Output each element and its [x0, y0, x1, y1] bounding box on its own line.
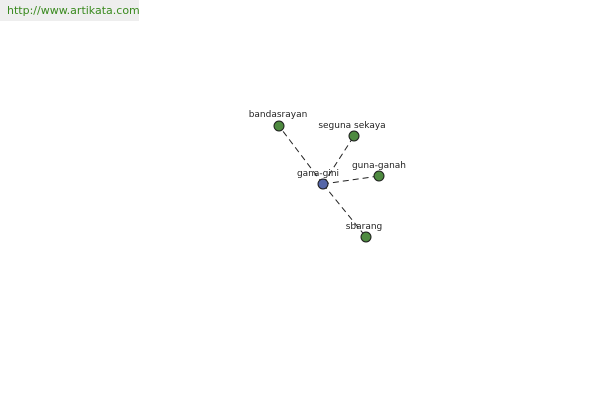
edge-center-to-bandasrayan	[278, 125, 324, 185]
node-label-center: gana-gini	[297, 169, 339, 179]
node-label-bandasrayan: bandasrayan	[249, 110, 308, 120]
node-seguna-sekaya[interactable]	[348, 130, 360, 142]
node-label-guna-ganah: guna-ganah	[352, 161, 406, 171]
nodes-layer	[273, 120, 385, 243]
node-label-sbarang: sbarang	[346, 222, 383, 232]
node-center[interactable]	[317, 178, 329, 190]
node-label-seguna-sekaya: seguna sekaya	[318, 121, 385, 131]
labels-layer: gana-gini bandasrayan seguna sekaya guna-ga…	[249, 110, 406, 232]
node-bandasrayan[interactable]	[273, 120, 285, 132]
source-banner: http://www.artikata.com	[0, 0, 140, 21]
node-sbarang[interactable]	[360, 231, 372, 243]
source-link[interactable]: http://www.artikata.com	[7, 4, 140, 17]
edges-layer	[278, 125, 380, 238]
edge-center-to-sbarang	[322, 183, 367, 238]
node-guna-ganah[interactable]	[373, 170, 385, 182]
